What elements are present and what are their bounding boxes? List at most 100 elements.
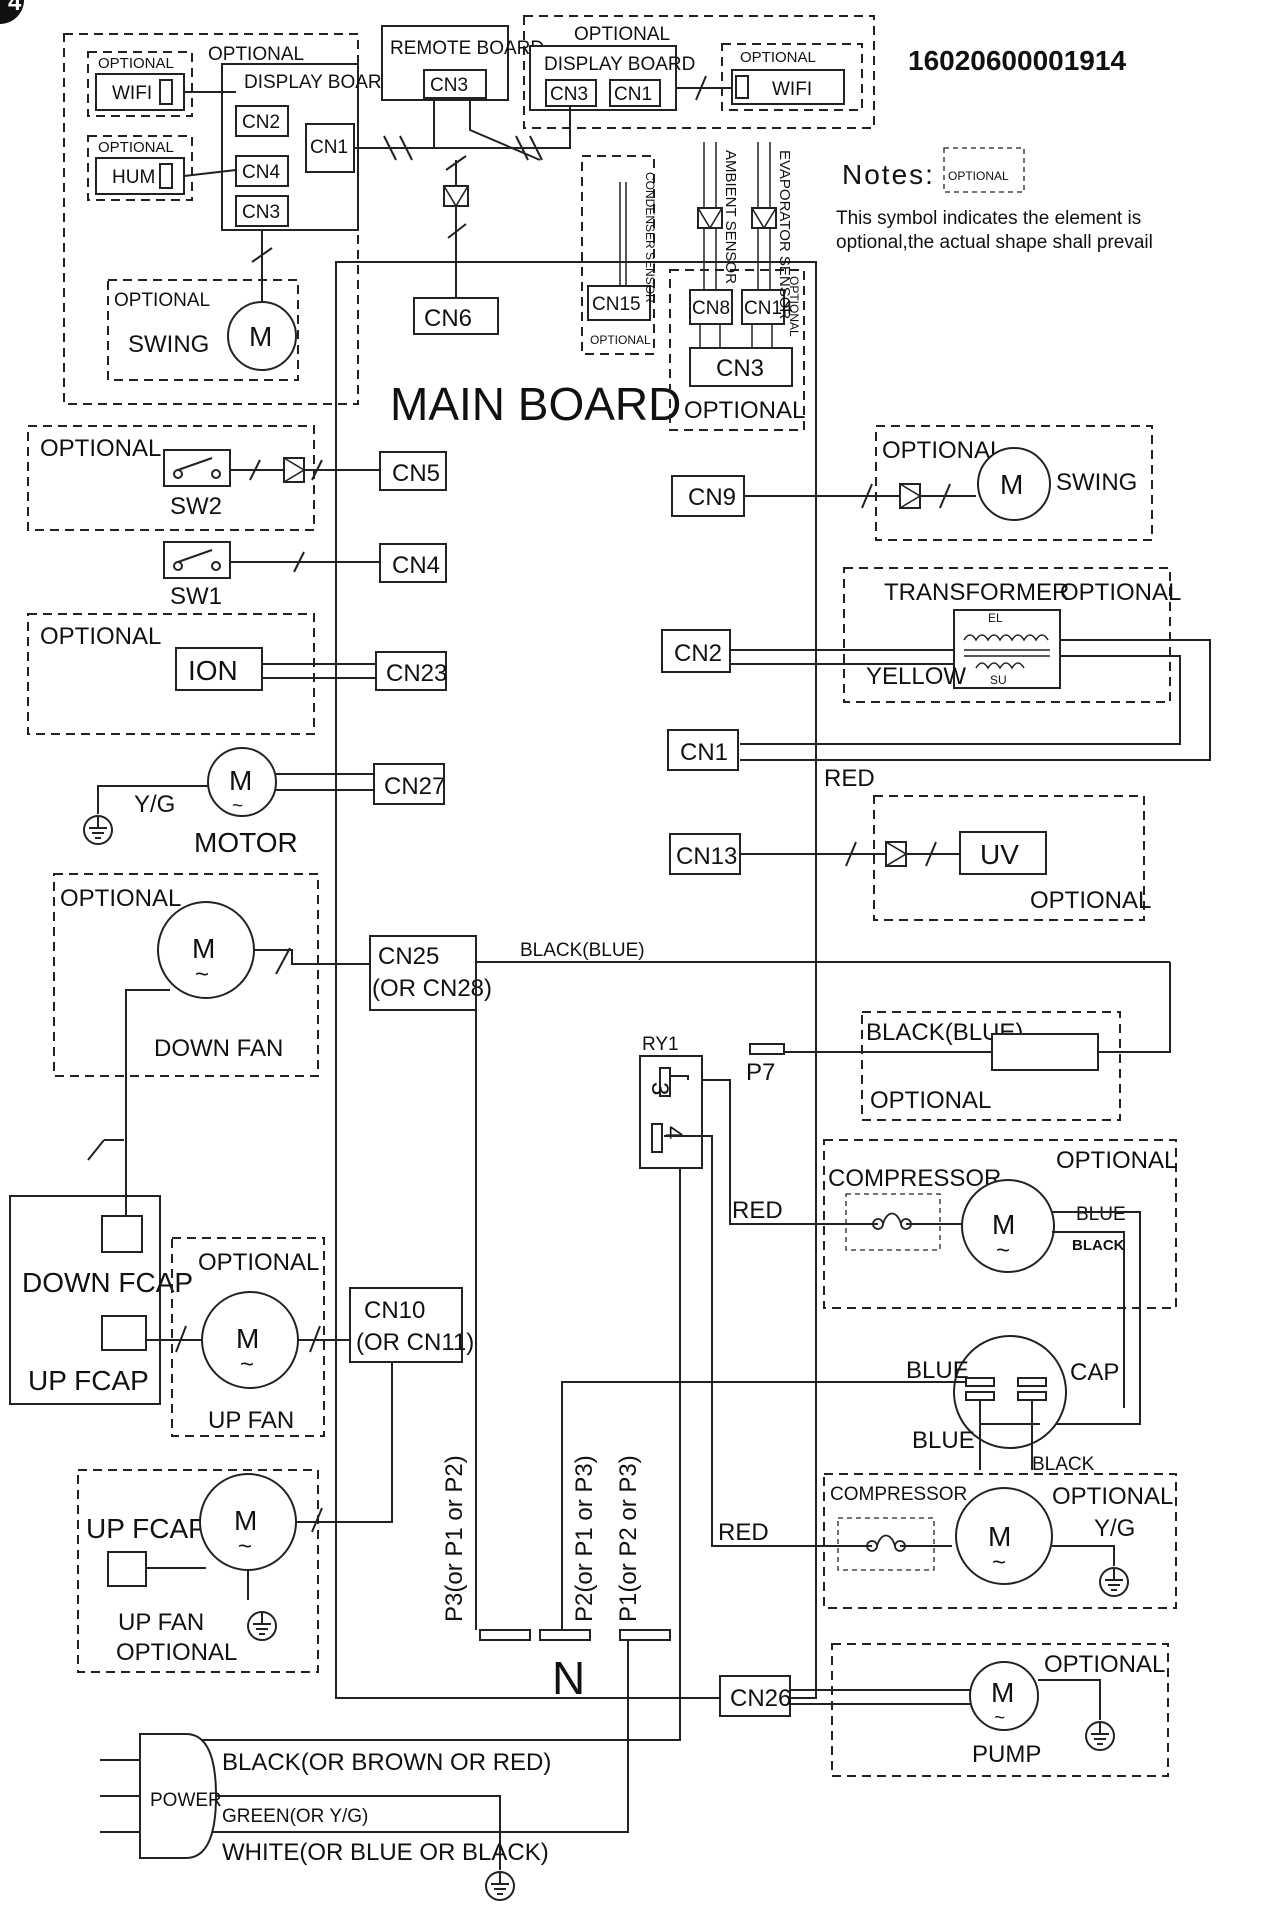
sw2-label: SW2 (170, 493, 222, 520)
svg-text:3: 3 (646, 1082, 673, 1095)
svg-text:~: ~ (240, 1351, 254, 1378)
svg-text:CN3: CN3 (242, 202, 280, 223)
svg-text:M: M (236, 1323, 259, 1354)
left-display-board-label: DISPLAY BOARD (244, 72, 395, 93)
svg-text:M: M (234, 1505, 257, 1536)
left-swing-label: SWING (128, 331, 209, 358)
svg-text:OPTIONAL: OPTIONAL (60, 885, 181, 912)
top-harness (354, 98, 571, 302)
svg-text:CN4: CN4 (392, 552, 440, 579)
svg-text:BLACK: BLACK (1072, 1237, 1125, 1254)
svg-text:M: M (192, 933, 215, 964)
svg-text:M: M (229, 765, 252, 796)
svg-text:RED: RED (732, 1197, 783, 1224)
svg-text:OPTIONAL: OPTIONAL (882, 437, 1003, 464)
svg-text:OPTIONAL: OPTIONAL (1030, 887, 1151, 914)
sw1-switch: SW1 CN4 (163, 541, 447, 610)
svg-text:CN3: CN3 (716, 355, 764, 382)
svg-text:BLUE: BLUE (906, 1357, 969, 1384)
svg-text:CN14: CN14 (744, 298, 793, 319)
svg-text:4: 4 (660, 1126, 687, 1139)
part-number: 16020600001914 (908, 45, 1126, 76)
sensor-group: CN15 OPTIONAL CONDENSER SENSOR CN8 CN14 … (581, 142, 805, 431)
svg-text:M: M (1000, 469, 1023, 500)
svg-text:(OR CN11): (OR CN11) (356, 1329, 474, 1356)
neutral-terminals: P3(or P1 or P2) P2(or P1 or P3) P1(or P2… (190, 962, 681, 1833)
svg-text:CAP: CAP (1070, 1359, 1119, 1386)
optional-heater: BLACK(BLUE) BLACK(BLUE) OPTIONAL P7 (476, 940, 1171, 1121)
left-display-group: OPTIONAL OPTIONAL WIFI OPTIONAL HUM DISP… (63, 33, 395, 405)
svg-text:CN3: CN3 (430, 75, 468, 96)
remote-board: REMOTE BOARD CN3 (381, 25, 544, 101)
svg-text:BLUE: BLUE (1076, 1204, 1126, 1225)
svg-text:BLUE: BLUE (912, 1427, 975, 1454)
down-fan-label: DOWN FAN (154, 1035, 283, 1062)
svg-text:P1(or P2 or P3): P1(or P2 or P3) (615, 1455, 642, 1622)
cn6-label: CN6 (424, 305, 472, 332)
svg-text:OPTIONAL: OPTIONAL (40, 623, 161, 650)
svg-text:OPTIONAL: OPTIONAL (1060, 579, 1181, 606)
svg-text:OPTIONAL: OPTIONAL (1052, 1483, 1173, 1510)
down-fan: OPTIONAL M ~ DOWN FAN CN25 (OR CN28) (53, 873, 492, 1216)
neutral-label: N (552, 1652, 585, 1704)
relay-ry1: RY1 3 4 (639, 1034, 703, 1169)
svg-text:M: M (988, 1521, 1011, 1552)
svg-text:CN2: CN2 (674, 640, 722, 667)
svg-text:SU: SU (990, 673, 1007, 687)
right-display-group: OPTIONAL DISPLAY BOARD CN3 CN1 OPTIONAL … (523, 15, 875, 129)
up-fan: OPTIONAL M ~ UP FAN CN10 (OR CN11) (146, 1237, 474, 1437)
evaporator-sensor-label: EVAPORATOR SENSOR (776, 150, 793, 319)
svg-text:~: ~ (994, 1708, 1005, 1729)
main-board-title: MAIN BOARD (390, 378, 681, 430)
condenser-sensor-label: CONDENSER SENSOR (643, 172, 657, 303)
svg-text:CN9: CN9 (688, 484, 736, 511)
compressor-lower: COMPRESSOR OPTIONAL RED M ~ Y/G (664, 1135, 1177, 1609)
svg-text:CN2: CN2 (242, 112, 280, 133)
svg-text:CN1: CN1 (310, 137, 348, 158)
pump-label: PUMP (972, 1741, 1041, 1768)
notes-legend: Notes: OPTIONAL This symbol indicates th… (836, 147, 1153, 253)
svg-text:OPTIONAL: OPTIONAL (684, 397, 805, 424)
svg-text:M: M (992, 1209, 1015, 1240)
ion-label: ION (188, 655, 238, 686)
svg-text:CN1: CN1 (614, 84, 652, 105)
power-label: POWER (150, 1790, 222, 1811)
right-swing-label: SWING (1056, 469, 1137, 496)
svg-text:CN3: CN3 (550, 84, 588, 105)
svg-text:CN15: CN15 (592, 294, 641, 315)
svg-text:CN27: CN27 (384, 773, 445, 800)
sw2-switch: OPTIONAL SW2 CN5 (27, 425, 447, 531)
svg-text:CN1: CN1 (680, 739, 728, 766)
up-fan-optional-label-1: UP FAN (118, 1609, 204, 1636)
right-display-board-label: DISPLAY BOARD (544, 54, 695, 75)
svg-text:CN8: CN8 (692, 298, 730, 319)
svg-text:CN26: CN26 (730, 1685, 791, 1712)
right-swing: CN9 OPTIONAL M SWING (671, 425, 1153, 541)
notes-title: Notes: (842, 159, 935, 190)
notes-line-2: optional,the actual shape shall prevail (836, 232, 1153, 253)
svg-text:BLACK(BLUE): BLACK(BLUE) (520, 940, 645, 961)
transformer-label: TRANSFORMER (884, 579, 1069, 606)
svg-text:CN13: CN13 (676, 843, 737, 870)
svg-text:CN5: CN5 (392, 460, 440, 487)
step-badge: 4 (0, 0, 24, 24)
ambient-sensor-label: AMBIENT SENSOR (722, 150, 739, 284)
svg-text:~: ~ (992, 1549, 1006, 1576)
svg-text:GREEN(OR Y/G): GREEN(OR Y/G) (222, 1806, 368, 1827)
svg-text:~: ~ (195, 961, 209, 988)
left-wifi-label: WIFI (112, 83, 152, 104)
svg-text:UP FCAP: UP FCAP (86, 1513, 207, 1544)
svg-text:P3(or P1 or P2): P3(or P1 or P2) (441, 1455, 468, 1622)
step-number: 4 (8, 0, 22, 16)
svg-text:P2(or P1 or P3): P2(or P1 or P3) (571, 1455, 598, 1622)
svg-text:P7: P7 (746, 1059, 775, 1086)
svg-text:CN10: CN10 (364, 1297, 425, 1324)
svg-text:OPTIONAL: OPTIONAL (1044, 1651, 1165, 1678)
right-wifi-label: WIFI (772, 79, 812, 100)
drain-pump: OPTIONAL CN26 M ~ PUMP (719, 1643, 1169, 1777)
svg-text:OPTIONAL: OPTIONAL (98, 55, 174, 72)
svg-text:Y/G: Y/G (1094, 1515, 1135, 1542)
svg-text:OPTIONAL: OPTIONAL (98, 139, 174, 156)
svg-text:OPTIONAL: OPTIONAL (574, 24, 670, 45)
svg-text:YELLOW: YELLOW (866, 663, 966, 690)
